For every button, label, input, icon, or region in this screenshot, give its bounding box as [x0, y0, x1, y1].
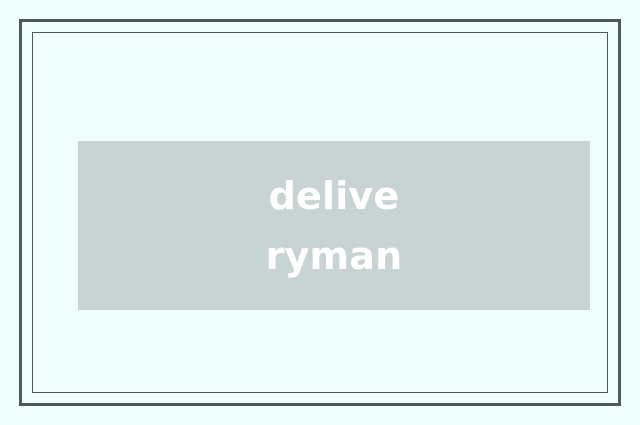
placeholder-text-line-1: delive	[268, 173, 400, 218]
outer-frame-border: delive ryman	[19, 19, 621, 406]
inner-frame-border: delive ryman	[32, 32, 608, 393]
placeholder-text-line-2: ryman	[265, 233, 403, 278]
placeholder-image-block: delive ryman	[78, 141, 590, 310]
